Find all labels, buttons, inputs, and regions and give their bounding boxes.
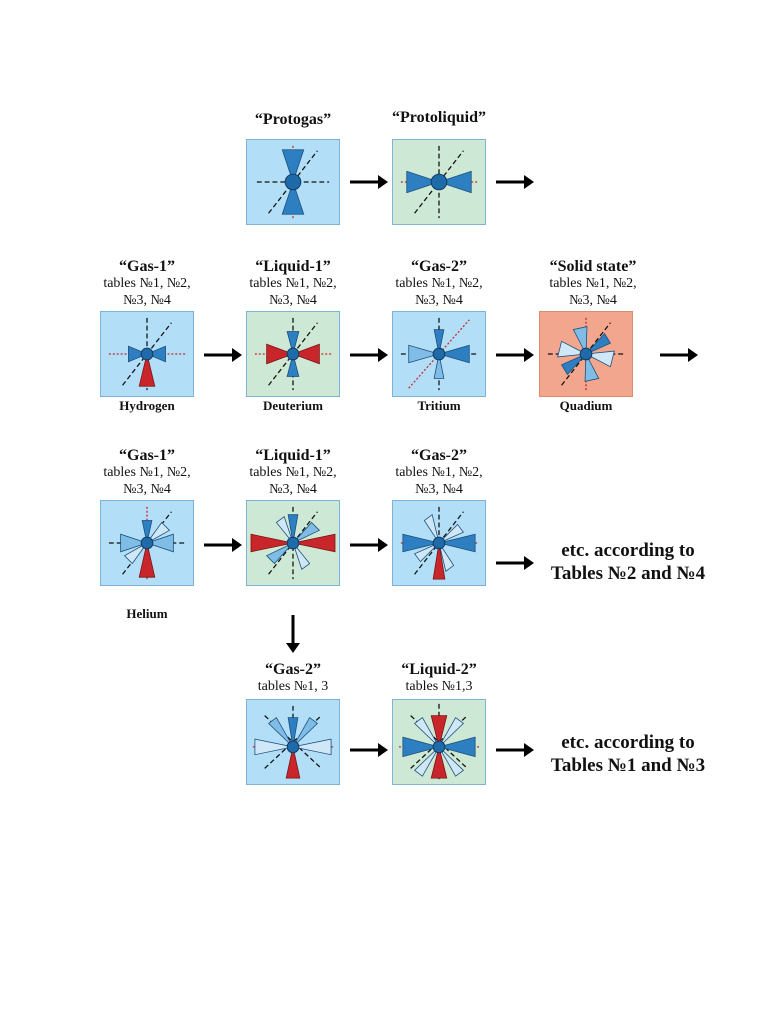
row2-gas1-sub1: tables №1, №2, (103, 276, 191, 292)
row3-gas2-label: “Gas-2” tables №1, №2, №3, №4 (364, 446, 514, 499)
protogas-title: “Protogas” (254, 111, 332, 128)
row3-liquid1-sub2: №3, №4 (269, 481, 317, 497)
row2-solid-sub2: №3, №4 (569, 292, 617, 308)
arrow-row3-gas2-next (496, 556, 534, 570)
row4-liquid2-sub1: tables №1,3 (405, 679, 473, 695)
row4-gas2-cone-glyph (252, 705, 334, 779)
protoliquid-cone-glyph (400, 145, 478, 219)
row2-solid-label: “Solid state” tables №1, №2, №3, №4 (518, 257, 668, 310)
row4-gas2-title: “Gas-2” (265, 661, 321, 678)
row2-gas1-sub2: №3, №4 (123, 292, 171, 308)
row4-gas2-sub1: tables №1, 3 (257, 679, 329, 695)
row2-gas2-title: “Gas-2” (411, 258, 467, 275)
etc-tables-1-3: etc. according to Tables №1 and №3 (528, 732, 728, 778)
row2-gas2-sub2: №3, №4 (415, 292, 463, 308)
deuterium-cone-glyph (254, 317, 332, 391)
etc-tables-2-4: etc. according to Tables №2 and №4 (528, 540, 728, 586)
protogas-cone-glyph (256, 145, 330, 219)
row3-liquid1-cone-glyph (250, 506, 336, 580)
arrow-liquid1-to-gas2 (350, 538, 388, 552)
row3-gas2-box (392, 500, 486, 586)
hydrogen-cone-glyph (108, 317, 186, 391)
row3-gas1-sub1: tables №1, №2, (103, 465, 191, 481)
hydrogen-caption: Hydrogen (119, 398, 175, 413)
protoliquid-label: “Protoliquid” (364, 108, 514, 127)
row2-liquid1-sub2: №3, №4 (269, 292, 317, 308)
quadium-box (539, 311, 633, 397)
row3-liquid1-sub1: tables №1, №2, (249, 465, 337, 481)
row2-solid-title: “Solid state” (549, 258, 637, 275)
deuterium-box (246, 311, 340, 397)
deuterium-caption: Deuterium (263, 398, 323, 413)
row2-liquid1-title: “Liquid-1” (255, 258, 331, 275)
helium-cone-glyph (108, 506, 186, 580)
row3-gas2-cone-glyph (400, 506, 478, 580)
quadium-caption: Quadium (559, 398, 613, 413)
row3-gas1-title: “Gas-1” (119, 447, 175, 464)
row2-liquid1-sub1: tables №1, №2, (249, 276, 337, 292)
arrow-protogas-to-protoliquid (350, 175, 388, 189)
arrow-hydrogen-to-deuterium (204, 348, 242, 362)
row3-liquid1-label: “Liquid-1” tables №1, №2, №3, №4 (218, 446, 368, 499)
arrow-liquid1-down-to-gas2 (286, 615, 300, 653)
row4-liquid2-box (392, 699, 486, 785)
etc-tables-1-3-line1: etc. according to (561, 732, 695, 753)
row4-gas2-label: “Gas-2” tables №1, 3 (218, 660, 368, 696)
arrow-deuterium-to-tritium (350, 348, 388, 362)
row3-liquid1-title: “Liquid-1” (255, 447, 331, 464)
hydrogen-box (100, 311, 194, 397)
etc-tables-2-4-line2: Tables №2 and №4 (550, 562, 706, 584)
row3-gas2-sub1: tables №1, №2, (395, 465, 483, 481)
row4-liquid2-label: “Liquid-2” tables №1,3 (364, 660, 514, 696)
arrow-helium-to-liquid1 (204, 538, 242, 552)
row3-liquid1-box (246, 500, 340, 586)
arrow-protoliquid-next (496, 175, 534, 189)
row4-liquid2-title: “Liquid-2” (401, 661, 477, 678)
helium-caption: Helium (126, 606, 168, 621)
quadium-cone-glyph (547, 317, 625, 391)
arrow-row4-liquid2-next (496, 743, 534, 757)
protoliquid-box (392, 139, 486, 225)
protogas-box (246, 139, 340, 225)
row2-solid-sub1: tables №1, №2, (549, 276, 637, 292)
arrow-row4-gas2-to-liquid2 (350, 743, 388, 757)
row2-liquid1-label: “Liquid-1” tables №1, №2, №3, №4 (218, 257, 368, 310)
row3-gas2-sub2: №3, №4 (415, 481, 463, 497)
tritium-caption: Tritium (417, 398, 461, 413)
row4-liquid2-cone-glyph (398, 703, 480, 781)
protogas-label: “Protogas” (218, 110, 368, 129)
helium-box (100, 500, 194, 586)
arrow-quadium-next (660, 348, 698, 362)
row3-gas2-title: “Gas-2” (411, 447, 467, 464)
row2-gas2-sub1: tables №1, №2, (395, 276, 483, 292)
etc-tables-1-3-line2: Tables №1 and №3 (550, 754, 706, 776)
row3-gas1-sub2: №3, №4 (123, 481, 171, 497)
tritium-box (392, 311, 486, 397)
protoliquid-title: “Protoliquid” (392, 109, 486, 126)
row3-gas1-label: “Gas-1” tables №1, №2, №3, №4 (72, 446, 222, 499)
row2-gas1-title: “Gas-1” (119, 258, 175, 275)
etc-tables-2-4-line1: etc. according to (561, 540, 695, 561)
tritium-cone-glyph (400, 317, 478, 391)
arrow-tritium-to-quadium (496, 348, 534, 362)
row4-gas2-box (246, 699, 340, 785)
row2-gas2-label: “Gas-2” tables №1, №2, №3, №4 (364, 257, 514, 310)
row2-gas1-label: “Gas-1” tables №1, №2, №3, №4 (72, 257, 222, 310)
